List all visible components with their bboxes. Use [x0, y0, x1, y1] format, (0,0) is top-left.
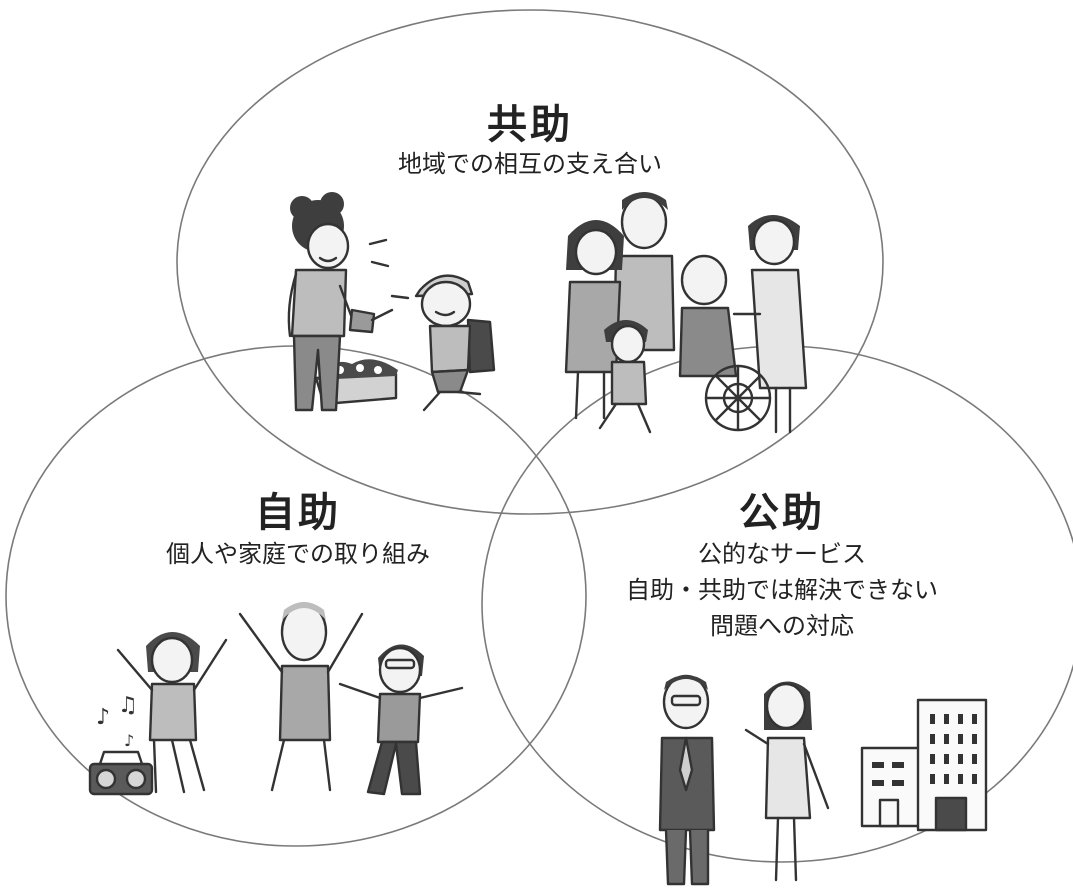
- kyojo-circle: [176, 9, 884, 515]
- schoolboy-with-backpack-icon: [414, 274, 496, 412]
- svg-text:♪: ♪: [124, 731, 134, 750]
- kyojo-subtitle: 地域での相互の支え合い: [398, 150, 662, 178]
- kojo-title: 公助: [739, 490, 825, 536]
- jijo-title: 自助: [255, 490, 341, 536]
- jijo-subtitle: 個人や家庭での取り組み: [166, 540, 430, 568]
- radio-music-notes-icon: ♪ ♫ ♪: [88, 693, 154, 796]
- svg-text:♪: ♪: [96, 705, 110, 730]
- office-building-icon: [860, 698, 988, 832]
- elderly-woman-watering-plants-icon: [287, 192, 410, 412]
- family-with-wheelchair-icon: [564, 192, 808, 434]
- public-officials-icon: [658, 674, 830, 886]
- kojo-line-2: 自助・共助では解決できない: [626, 576, 938, 604]
- svg-text:♫: ♫: [118, 693, 138, 718]
- kyojo-title: 共助: [487, 102, 573, 148]
- dancing-seniors-icon: [116, 602, 464, 796]
- kojo-line-3: 問題への対応: [710, 612, 854, 640]
- kojo-line-1: 公的なサービス: [698, 540, 866, 568]
